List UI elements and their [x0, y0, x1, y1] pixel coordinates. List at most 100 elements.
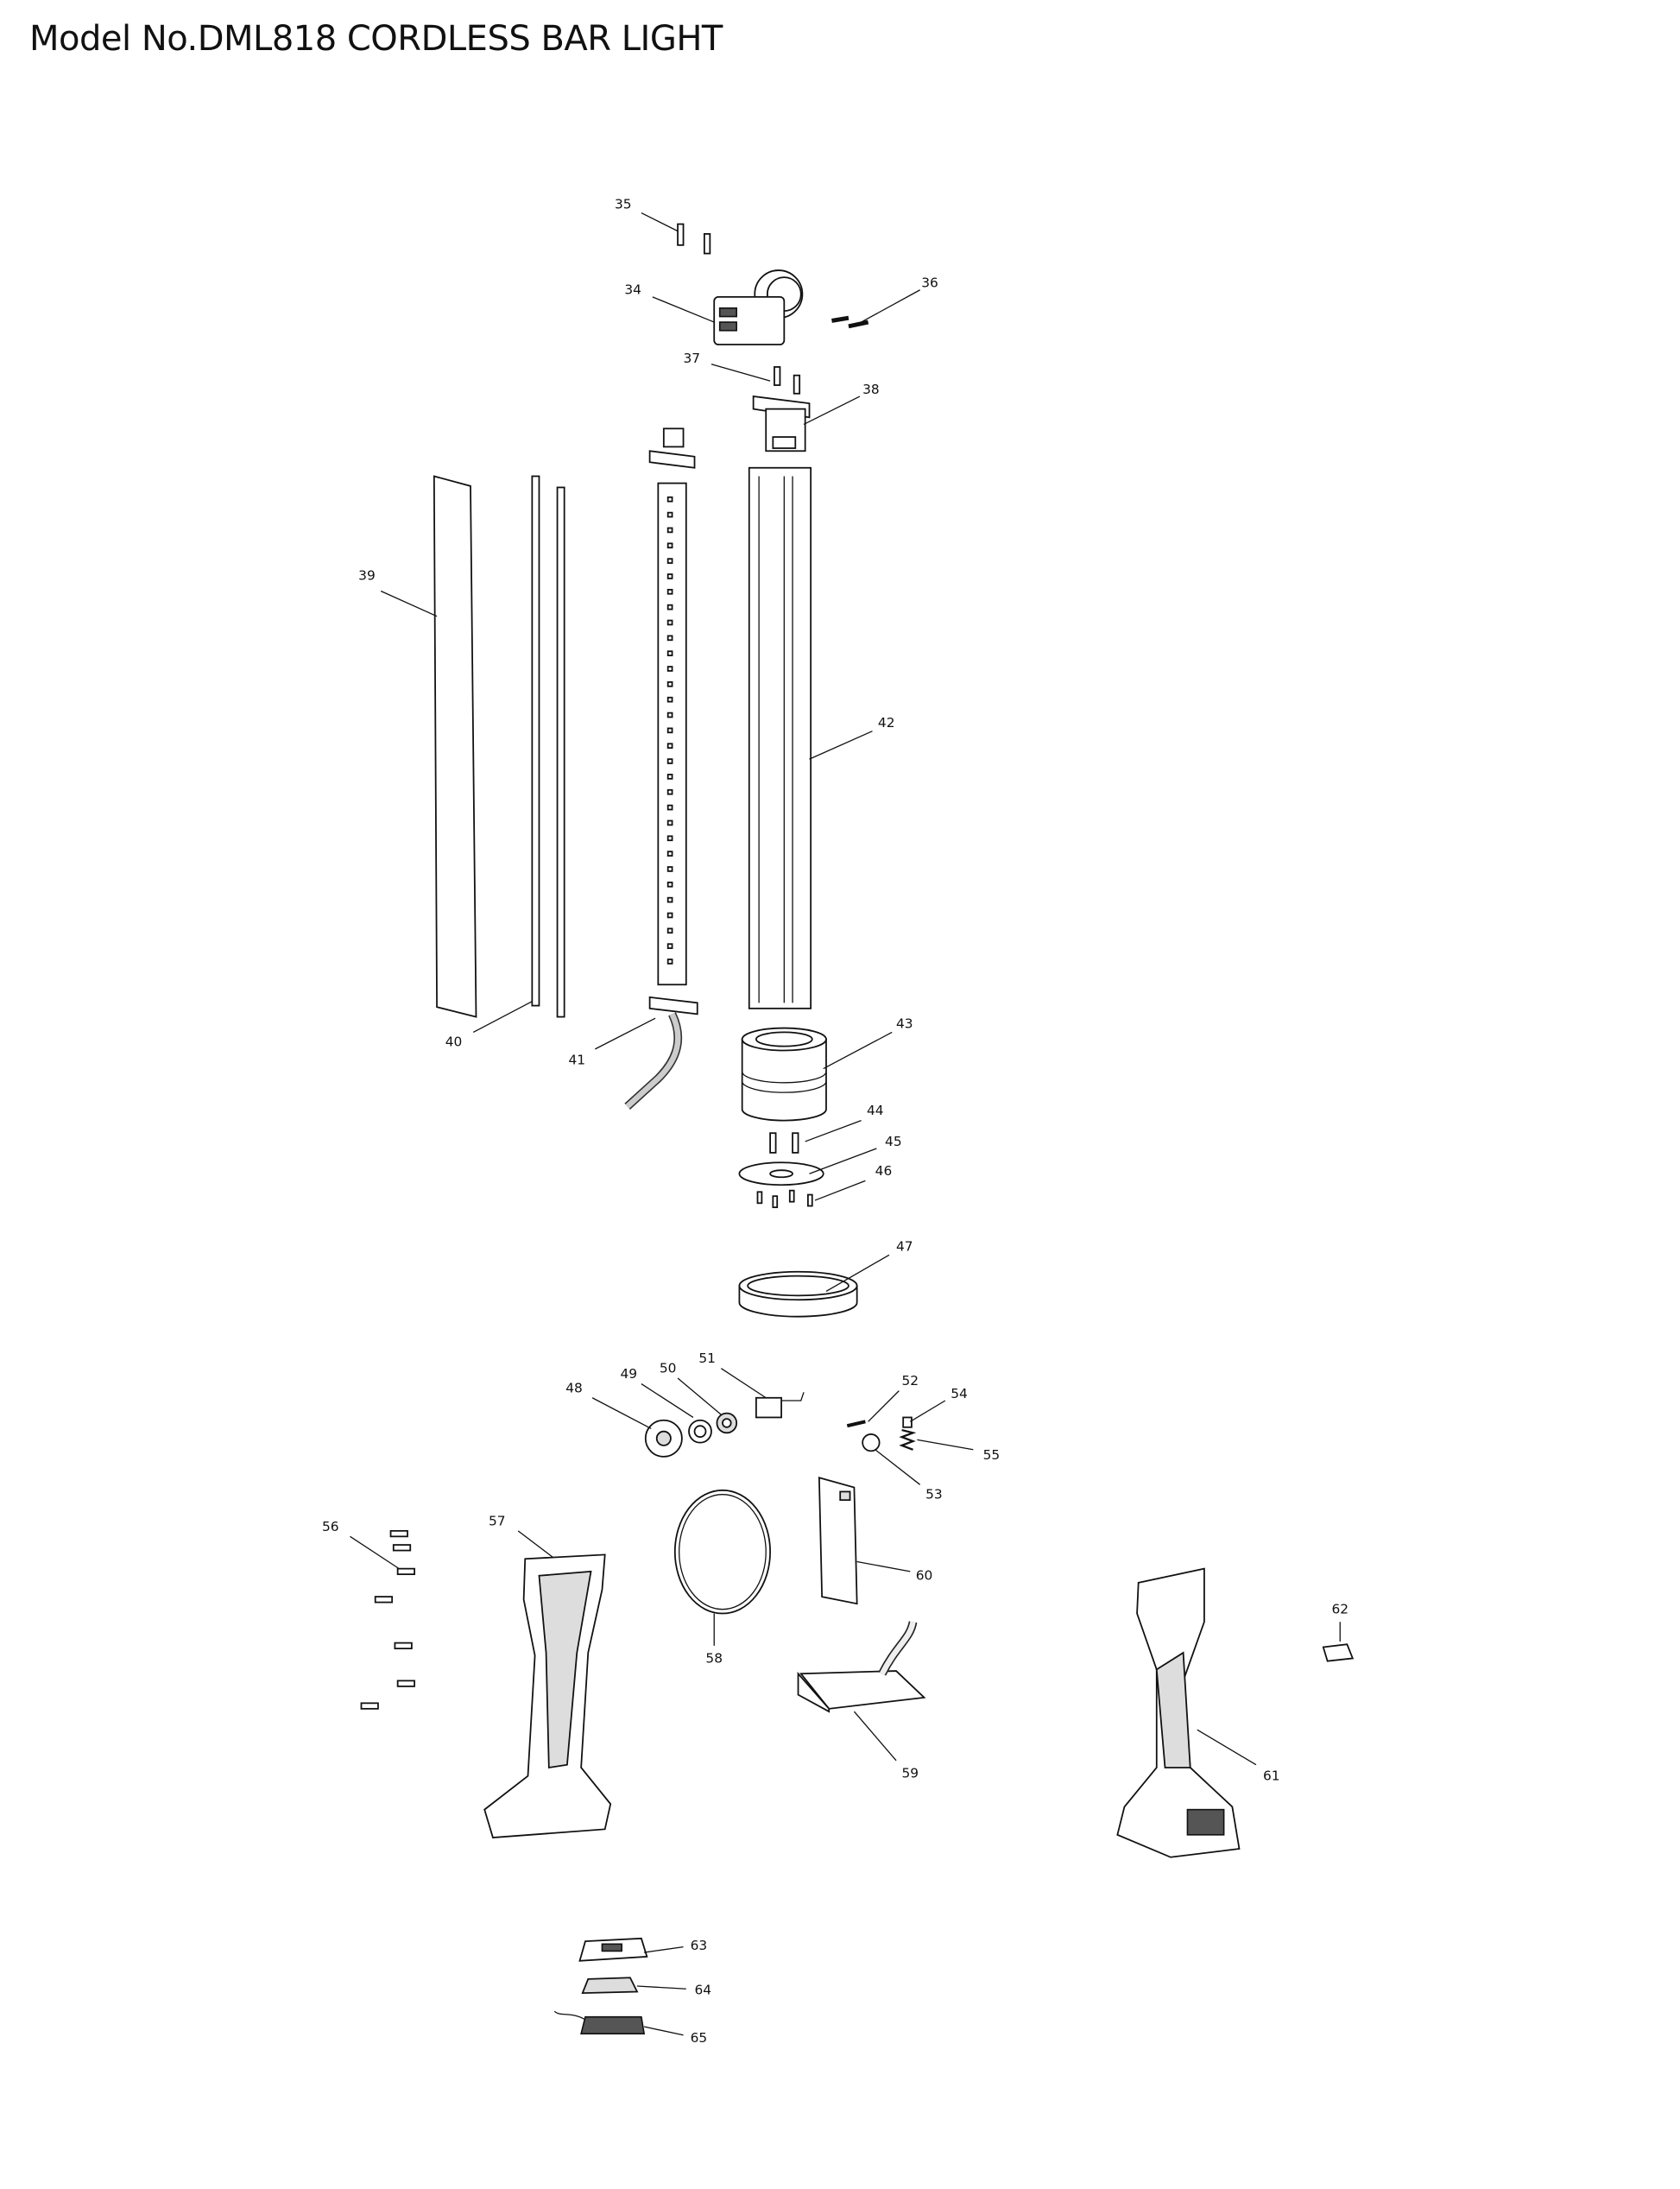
part-callout-36: 36 [921, 275, 938, 291]
led-chip [666, 743, 673, 750]
part-37-screws [774, 366, 801, 395]
part-57-housing-left [483, 1553, 612, 1839]
part-callout-40: 40 [445, 1034, 463, 1050]
part-65-switch-board [553, 2010, 646, 2034]
led-chip [666, 542, 673, 549]
part-38-bracket [752, 395, 811, 452]
part-62-clip [1322, 1643, 1355, 1662]
led-chip [666, 619, 673, 626]
leader-line-59 [853, 1711, 897, 1762]
page-title: Model No.DML818 CORDLESS BAR LIGHT [29, 19, 723, 59]
leader-line-38 [803, 395, 861, 426]
part-callout-62: 62 [1331, 1602, 1348, 1617]
part-callout-35: 35 [615, 197, 632, 212]
led-chip [666, 681, 673, 687]
part-callout-54: 54 [951, 1386, 968, 1401]
part-59-terminal-tray [797, 1621, 926, 1713]
part-callout-63: 63 [691, 1938, 708, 1953]
part-42-aluminum-bar [748, 466, 812, 1009]
part-callout-49: 49 [620, 1366, 637, 1382]
led-chip [666, 666, 673, 672]
part-callout-51: 51 [698, 1351, 716, 1366]
part-47-ring-nut [738, 1270, 858, 1318]
part-callout-55: 55 [983, 1447, 1001, 1463]
led-chip [666, 851, 673, 857]
led-chip [666, 943, 673, 949]
leader-line-63 [644, 1945, 684, 1953]
leader-line-64 [636, 1985, 686, 1990]
part-callout-43: 43 [896, 1016, 913, 1032]
part-50-bushing [716, 1412, 738, 1434]
leader-line-43 [823, 1031, 893, 1070]
part-39-lens-cover [433, 475, 477, 1018]
led-chip [666, 912, 673, 919]
leader-line-65 [643, 2026, 684, 2036]
part-45-plate [738, 1161, 824, 1186]
part-callout-64: 64 [694, 1983, 711, 1998]
led-chip [666, 774, 673, 780]
led-chip [666, 896, 673, 903]
led-chip [666, 788, 673, 795]
part-callout-34: 34 [624, 282, 641, 298]
part-44-screws [769, 1132, 799, 1154]
part-callout-53: 53 [925, 1487, 943, 1503]
led-chip [666, 635, 673, 642]
leader-line-54 [909, 1400, 946, 1422]
part-60-cover [818, 1477, 858, 1605]
part-callout-50: 50 [660, 1361, 677, 1376]
part-55-spring [899, 1428, 917, 1451]
leader-line-39 [380, 590, 438, 617]
part-callout-39: 39 [358, 568, 376, 584]
leader-line-41 [595, 1017, 656, 1050]
leader-line-50 [677, 1377, 722, 1415]
part-callout-60: 60 [916, 1568, 933, 1584]
led-chip [666, 696, 673, 703]
led-chip [666, 927, 673, 934]
leader-line-47 [825, 1254, 890, 1293]
led-chip [666, 496, 673, 503]
part-callout-61: 61 [1263, 1768, 1280, 1784]
leader-line-46 [814, 1180, 866, 1201]
leader-line-37 [711, 364, 771, 382]
led-chip [666, 958, 673, 965]
part-callout-37: 37 [683, 351, 700, 366]
part-36-screws [831, 315, 869, 329]
part-46-screws [756, 1189, 813, 1209]
leader-line-56 [350, 1535, 400, 1570]
leader-line-53 [875, 1449, 921, 1485]
part-56-screws [360, 1529, 416, 1710]
leader-line-40 [472, 1001, 533, 1033]
leader-line-45 [809, 1148, 877, 1174]
part-63-switch-cover [578, 1937, 648, 1962]
led-chip [666, 650, 673, 656]
led-chip [666, 881, 673, 888]
part-51-switch-plate [755, 1392, 805, 1419]
part-callout-46: 46 [875, 1163, 893, 1179]
leader-line-52 [868, 1390, 900, 1422]
led-chip [666, 604, 673, 611]
led-chip [666, 573, 673, 579]
part-58-o-ring [673, 1489, 771, 1615]
led-chip [666, 804, 673, 811]
part-41-led-board [624, 427, 698, 1110]
led-chip [666, 835, 673, 842]
led-chip [666, 511, 673, 518]
part-53-latch [862, 1433, 881, 1452]
leader-line-42 [809, 731, 873, 760]
part-54-cap [902, 1416, 913, 1428]
part-48-switch-holder [644, 1419, 683, 1458]
led-chip [666, 712, 673, 718]
part-35-screws [677, 223, 711, 255]
part-callout-65: 65 [691, 2030, 708, 2046]
led-chip [666, 527, 673, 534]
part-64-gasket [581, 1977, 639, 1995]
led-chip [666, 558, 673, 564]
led-chip [666, 866, 673, 872]
part-40-rods [531, 475, 565, 1018]
leader-line-57 [517, 1530, 554, 1559]
part-callout-41: 41 [568, 1053, 585, 1068]
part-callout-45: 45 [885, 1134, 902, 1149]
leader-line-51 [720, 1368, 767, 1399]
led-chip [666, 758, 673, 764]
part-callout-42: 42 [878, 715, 895, 731]
